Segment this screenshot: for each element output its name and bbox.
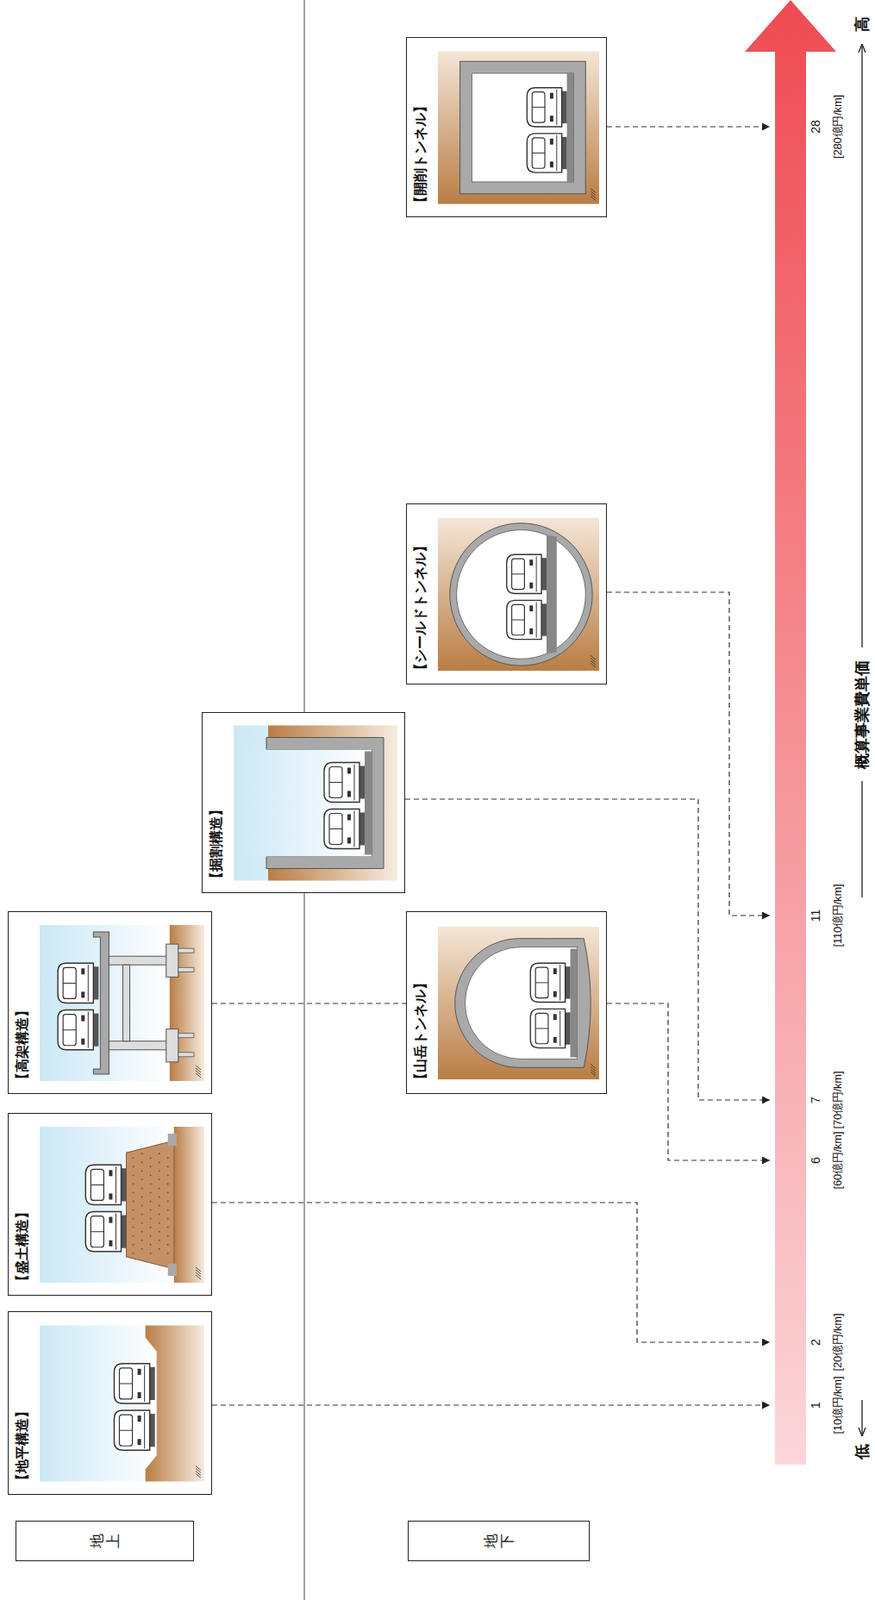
axis-label: 概算事業費単価 xyxy=(851,657,873,772)
structure-box: 【シールドトンネル】 xyxy=(406,503,607,685)
train-icon xyxy=(85,1212,126,1252)
train-icon xyxy=(530,962,570,1002)
structure-title: 【高架構造】 xyxy=(8,996,32,1094)
structure-title: 【シールドトンネル】 xyxy=(406,531,431,684)
structure-title: 【掘割構造】 xyxy=(202,795,226,893)
axis-line xyxy=(861,781,863,898)
train-icon xyxy=(530,1008,570,1048)
leader-line xyxy=(212,1404,770,1406)
train-icon xyxy=(324,809,365,850)
structure-illustration xyxy=(39,1323,205,1484)
train-icon xyxy=(113,1363,155,1404)
axis-high-arrow xyxy=(861,43,863,648)
structure-title: 地上 xyxy=(88,1533,121,1549)
cost-per-km: [20億円/km] xyxy=(830,1313,846,1372)
leader-line xyxy=(212,1002,407,1004)
level-label-box: 地上 xyxy=(15,1520,194,1562)
train-icon xyxy=(57,962,99,1003)
axis-low-arrow xyxy=(861,1400,863,1437)
train-icon xyxy=(113,1410,155,1450)
structure-title: 【地平構造】 xyxy=(8,1397,32,1494)
structure-illustration xyxy=(437,923,600,1083)
cost-per-km: [60億円/km] xyxy=(830,1131,846,1190)
structure-title: 【山岳トンネル】 xyxy=(406,968,431,1094)
cost-index: 7 xyxy=(808,1096,823,1104)
structure-box: 【盛土構造】 xyxy=(7,1112,213,1296)
structure-box: 【山岳トンネル】 xyxy=(406,911,607,1094)
train-icon xyxy=(85,1164,126,1205)
structure-title: 地下 xyxy=(482,1533,515,1549)
leader-lines xyxy=(212,126,770,1406)
structure-title: 【盛土構造】 xyxy=(8,1198,32,1295)
cost-index: 6 xyxy=(808,1156,823,1164)
cost-per-km: [10億円/km] xyxy=(830,1376,846,1435)
axis-label: 高 xyxy=(851,13,873,35)
train-icon xyxy=(526,133,567,173)
leader-line xyxy=(212,1202,770,1343)
cost-per-km: [280億円/km] xyxy=(830,94,846,159)
leader-line xyxy=(405,799,770,1100)
level-label-box: 地下 xyxy=(407,1520,590,1562)
cost-per-km: [110億円/km] xyxy=(830,884,846,948)
cost-index: 1 xyxy=(808,1401,823,1409)
train-icon xyxy=(57,1010,99,1050)
cost-index: 2 xyxy=(808,1338,823,1346)
leader-line xyxy=(606,125,770,127)
structure-box: 【地平構造】 xyxy=(7,1311,213,1495)
train-icon xyxy=(324,762,365,803)
cost-per-km: [70億円/km] xyxy=(830,1071,846,1130)
structure-illustration xyxy=(233,724,398,882)
cost-index: 11 xyxy=(808,909,823,923)
leader-line xyxy=(606,592,770,916)
train-icon xyxy=(526,87,567,127)
leader-line xyxy=(606,1003,770,1161)
structure-box: 【開削トンネル】 xyxy=(406,37,607,218)
cost-index: 28 xyxy=(808,119,823,134)
structure-illustration xyxy=(39,1125,205,1285)
structure-title: 【開削トンネル】 xyxy=(406,92,431,217)
structure-illustration xyxy=(39,923,205,1083)
train-icon xyxy=(506,554,547,594)
structure-illustration xyxy=(437,515,600,674)
cost-axis-arrow xyxy=(744,0,837,1465)
structure-illustration xyxy=(437,49,600,207)
train-icon xyxy=(506,600,547,639)
structure-box: 【高架構造】 xyxy=(7,911,213,1094)
axis-label: 低 xyxy=(851,1441,873,1463)
structure-box: 【掘割構造】 xyxy=(201,712,406,894)
